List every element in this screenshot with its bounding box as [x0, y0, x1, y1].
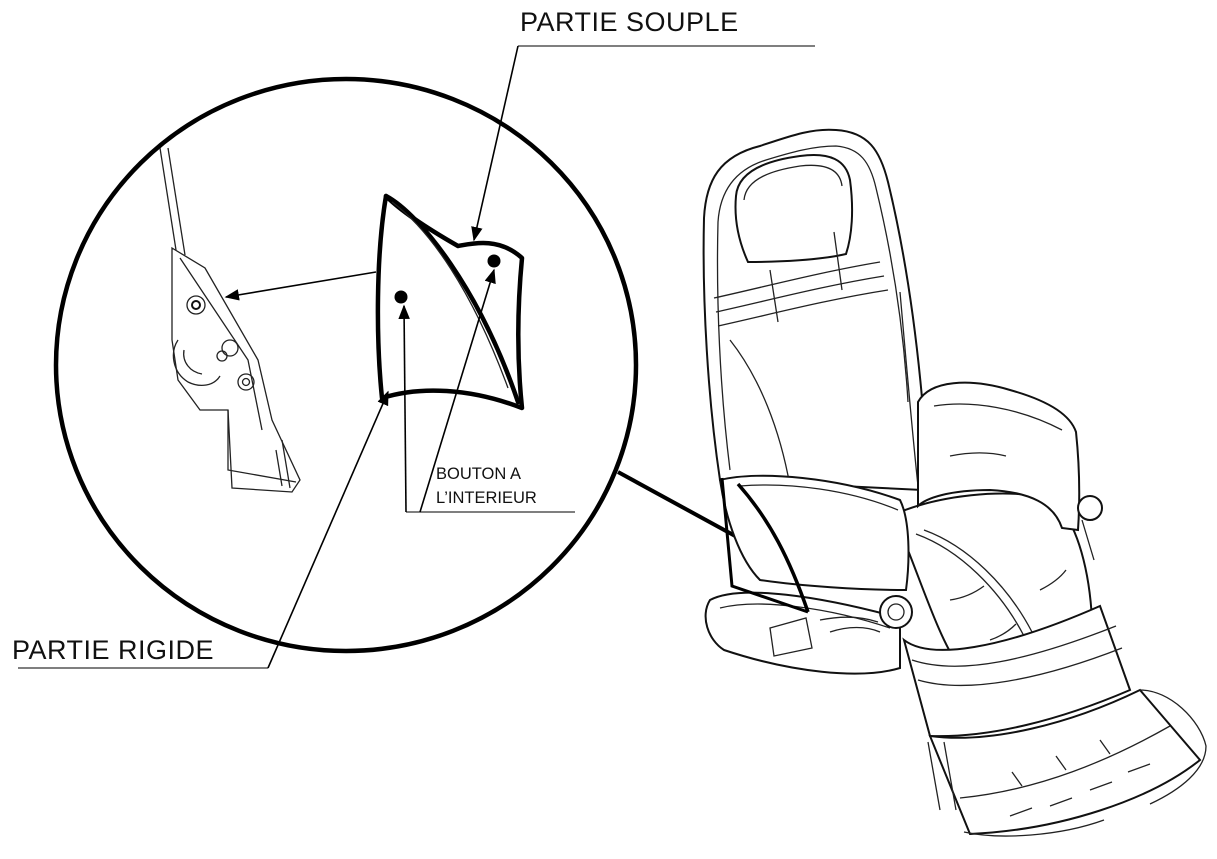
- label-partie-rigide: PARTIE RIGIDE: [12, 635, 215, 665]
- side-panel-detail: [375, 193, 525, 411]
- annotation-leaders: [18, 45, 815, 669]
- button-dot-left: [394, 290, 408, 304]
- seat-illustration: [702, 128, 1207, 837]
- bracket-mechanism: [159, 147, 301, 493]
- label-bouton-interieur: BOUTON A L’INTERIEUR: [436, 462, 537, 510]
- label-partie-souple: PARTIE SOUPLE: [520, 7, 739, 37]
- detail-circle: [53, 76, 639, 654]
- button-dot-right: [487, 254, 501, 268]
- label-bouton-line2: L’INTERIEUR: [436, 489, 537, 507]
- label-bouton-line1: BOUTON A: [436, 465, 521, 483]
